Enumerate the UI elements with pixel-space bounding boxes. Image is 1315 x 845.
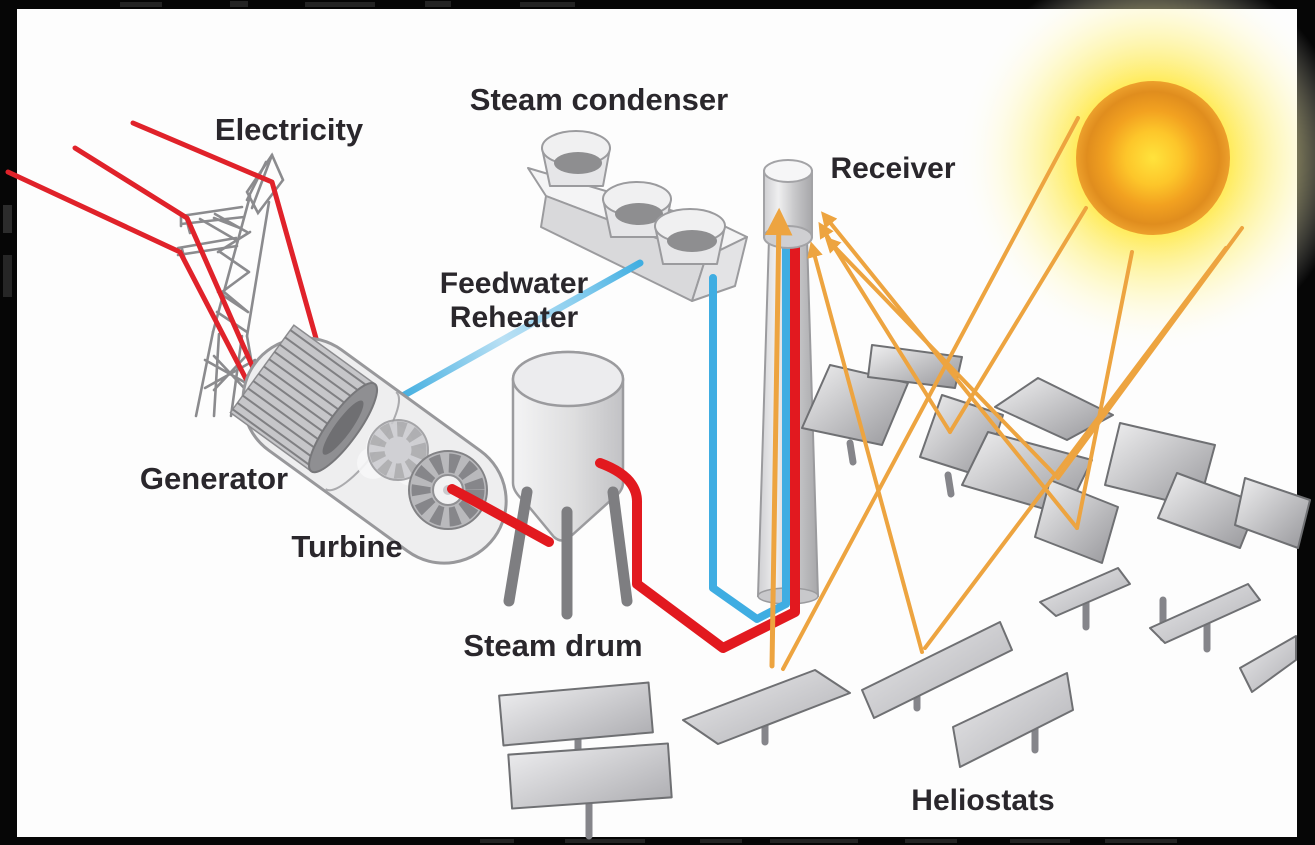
feedwater-pipe xyxy=(386,259,644,407)
reflected-ray xyxy=(820,211,1079,530)
condenser-return-pipe xyxy=(709,244,790,623)
label-heliostats: Heliostats xyxy=(911,784,1054,817)
heliostat-mirror xyxy=(1239,635,1297,693)
heliostat-mirror xyxy=(1157,472,1259,549)
heliostat-mirror xyxy=(861,621,1013,719)
power-line xyxy=(130,120,333,391)
sun-icon xyxy=(957,0,1315,354)
sun-ray xyxy=(781,116,1080,671)
label-steam-drum: Steam drum xyxy=(463,628,642,663)
turbine-wheel xyxy=(367,419,429,481)
label-generator: Generator xyxy=(140,461,288,496)
condenser-cell xyxy=(602,181,672,238)
label-feedwater-line2: Reheater xyxy=(450,301,579,334)
label-steam-condenser: Steam condenser xyxy=(470,82,728,117)
steam-drum xyxy=(503,350,633,620)
heliostat-mirror xyxy=(952,672,1074,768)
power-lines xyxy=(5,120,333,405)
heliostat-mirror xyxy=(994,377,1114,441)
drum-to-receiver-pipe xyxy=(595,241,800,653)
turbine-inlet-pipe xyxy=(447,484,554,547)
condenser-cell xyxy=(541,130,611,187)
condenser-cell xyxy=(654,208,726,265)
drum-legs xyxy=(503,486,633,620)
heliostat-mirror xyxy=(1234,477,1311,549)
sun-ray xyxy=(948,206,1088,434)
sun-rays xyxy=(781,116,1244,671)
heliostat-mirror xyxy=(507,742,673,810)
label-receiver: Receiver xyxy=(830,152,955,185)
sun-ray xyxy=(923,246,1228,650)
heliostat-mirror xyxy=(1149,583,1261,644)
sun-ray xyxy=(1075,250,1134,530)
reflected-ray xyxy=(818,221,952,434)
reflected-ray xyxy=(764,207,793,669)
receiver xyxy=(763,159,813,249)
heliostat-mirror xyxy=(682,669,851,745)
steam-condenser xyxy=(527,130,748,302)
power-line xyxy=(72,145,268,398)
reflected-ray xyxy=(824,236,1060,480)
hot-steam-pipe xyxy=(447,241,800,653)
frame-artifacts xyxy=(3,1,1177,843)
heliostat-mirror xyxy=(1039,567,1131,617)
label-feedwater-line1: Feedwater xyxy=(440,267,589,300)
power-line xyxy=(5,169,261,405)
reflected-ray xyxy=(807,241,924,654)
label-turbine: Turbine xyxy=(291,529,402,564)
reflected-rays xyxy=(764,207,1079,669)
label-electricity: Electricity xyxy=(215,112,364,147)
heliostat-mirror xyxy=(498,681,654,747)
turbine-generator xyxy=(229,324,508,565)
